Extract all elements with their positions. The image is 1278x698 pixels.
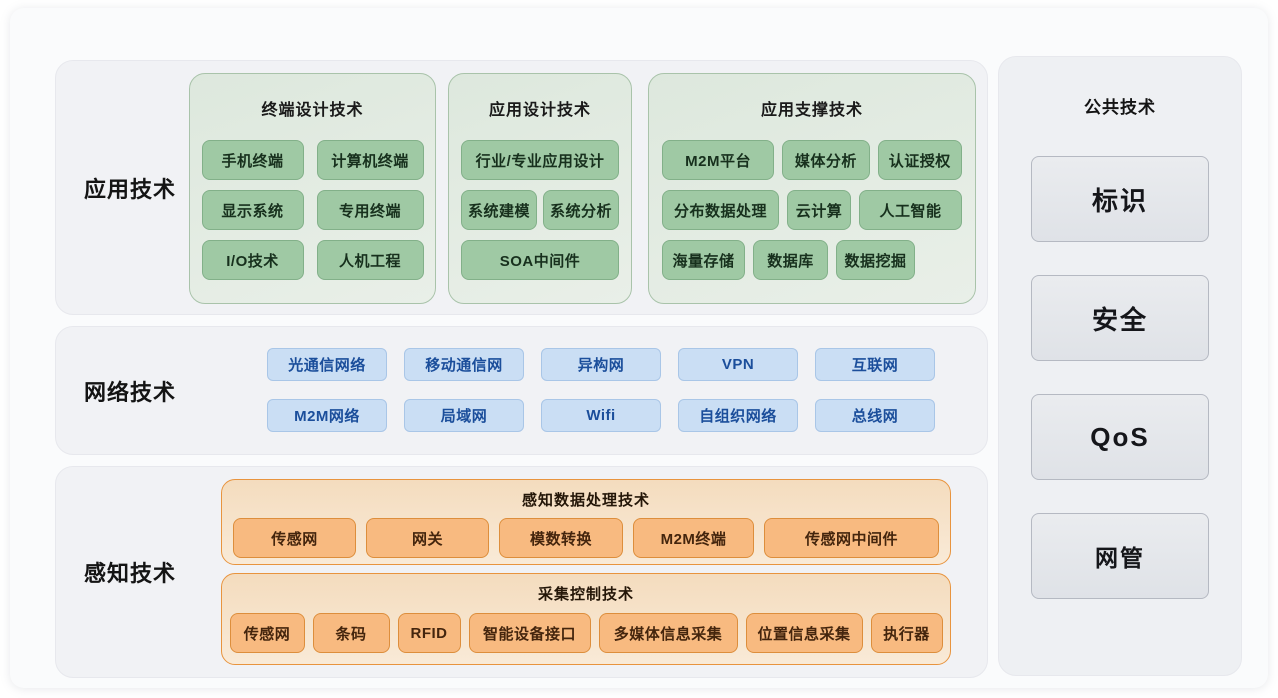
common-box-network-mgmt: 网管 (1031, 513, 1209, 599)
sensing-data-group: 感知数据处理技术 传感网 网关 模数转换 M2M终端 传感网中间件 (221, 479, 951, 565)
network-chip-vpn: VPN (678, 348, 798, 381)
sensing-data-row: 传感网 网关 模数转换 M2M终端 传感网中间件 (222, 518, 950, 558)
network-chip-lan: 局域网 (404, 399, 524, 432)
sensing-chip-adc: 模数转换 (499, 518, 623, 558)
common-box-identification: 标识 (1031, 156, 1209, 242)
app-support-chip-distributed: 分布数据处理 (662, 190, 779, 230)
terminal-design-title: 终端设计技术 (261, 102, 364, 119)
common-tech-panel: 公共技术 标识 安全 QoS 网管 (998, 56, 1242, 676)
collection-control-group: 采集控制技术 传感网 条码 RFID 智能设备接口 多媒体信息采集 位置信息采集… (221, 573, 951, 665)
app-design-rows: 行业/专业应用设计 系统建模 系统分析 SOA中间件 (449, 140, 631, 280)
sensing-data-title: 感知数据处理技术 (521, 492, 650, 509)
collection-control-title: 采集控制技术 (537, 586, 634, 603)
app-support-chip-m2m: M2M平台 (662, 140, 775, 180)
application-label: 应用技术 (84, 176, 177, 202)
app-support-row: 分布数据处理 云计算 人工智能 (662, 190, 962, 230)
app-design-chip-modeling: 系统建模 (461, 190, 537, 230)
diagram-canvas: 应用技术 终端设计技术 手机终端 计算机终端 显示系统 专用终端 I/O技术 人… (10, 8, 1268, 688)
app-support-chip-media: 媒体分析 (782, 140, 870, 180)
collection-chip-location: 位置信息采集 (745, 613, 863, 653)
terminal-chip-display: 显示系统 (201, 190, 304, 230)
app-design-group: 应用设计技术 行业/专业应用设计 系统建模 系统分析 SOA中间件 (448, 73, 632, 304)
collection-chip-actuator: 执行器 (870, 613, 943, 653)
collection-chip-barcode: 条码 (312, 613, 390, 653)
terminal-chip-phone: 手机终端 (201, 140, 304, 180)
sensing-chip-m2m-terminal: M2M终端 (633, 518, 754, 558)
sensing-chip-gateway: 网关 (366, 518, 489, 558)
network-chip-internet: 互联网 (815, 348, 935, 381)
terminal-chip-special: 专用终端 (316, 190, 424, 230)
application-section: 应用技术 终端设计技术 手机终端 计算机终端 显示系统 专用终端 I/O技术 人… (55, 60, 988, 315)
app-support-rows: M2M平台 媒体分析 认证授权 分布数据处理 云计算 人工智能 海量存储 数据库… (649, 140, 975, 280)
network-chip-hetero: 异构网 (541, 348, 661, 381)
collection-chip-multimedia: 多媒体信息采集 (598, 613, 738, 653)
app-support-chip-database: 数据库 (753, 240, 828, 280)
app-design-chip-industry: 行业/专业应用设计 (461, 140, 619, 180)
app-support-title: 应用支撑技术 (760, 102, 863, 119)
app-support-chip-ai: 人工智能 (859, 190, 962, 230)
network-label: 网络技术 (84, 379, 177, 405)
perception-section: 感知技术 感知数据处理技术 传感网 网关 模数转换 M2M终端 传感网中间件 采… (55, 466, 988, 678)
app-support-row: 海量存储 数据库 数据挖掘 (662, 240, 962, 280)
app-support-chip-cloud: 云计算 (787, 190, 851, 230)
app-support-chip-mining: 数据挖掘 (836, 240, 915, 280)
terminal-design-group: 终端设计技术 手机终端 计算机终端 显示系统 专用终端 I/O技术 人机工程 (189, 73, 436, 304)
network-section: 网络技术 光通信网络 移动通信网 异构网 VPN 互联网 M2M网络 局域网 W… (55, 326, 988, 455)
collection-control-row: 传感网 条码 RFID 智能设备接口 多媒体信息采集 位置信息采集 执行器 (222, 613, 950, 653)
collection-chip-sensor-net: 传感网 (229, 613, 305, 653)
sensing-chip-sensor-net: 传感网 (233, 518, 356, 558)
common-box-qos: QoS (1031, 394, 1209, 480)
app-design-chip-analysis: 系统分析 (543, 190, 619, 230)
common-box-security: 安全 (1031, 275, 1209, 361)
app-support-group: 应用支撑技术 M2M平台 媒体分析 认证授权 分布数据处理 云计算 人工智能 海… (648, 73, 976, 304)
app-design-chip-soa: SOA中间件 (461, 240, 619, 280)
network-chip-mobile: 移动通信网 (404, 348, 524, 381)
app-design-row: 系统建模 系统分析 (461, 190, 619, 230)
network-chip-bus: 总线网 (815, 399, 935, 432)
network-chip-optical: 光通信网络 (267, 348, 387, 381)
network-grid: 光通信网络 移动通信网 异构网 VPN 互联网 M2M网络 局域网 Wifi 自… (267, 348, 935, 432)
app-support-row: M2M平台 媒体分析 认证授权 (662, 140, 962, 180)
terminal-chip-ergonomics: 人机工程 (316, 240, 424, 280)
collection-chip-rfid: RFID (397, 613, 461, 653)
terminal-design-grid: 手机终端 计算机终端 显示系统 专用终端 I/O技术 人机工程 (190, 140, 435, 280)
app-design-title: 应用设计技术 (488, 102, 591, 119)
perception-label: 感知技术 (84, 561, 177, 586)
network-chip-m2m: M2M网络 (267, 399, 387, 432)
terminal-chip-computer: 计算机终端 (316, 140, 424, 180)
network-chip-wifi: Wifi (541, 399, 661, 432)
network-chip-adhoc: 自组织网络 (678, 399, 798, 432)
terminal-chip-io: I/O技术 (201, 240, 304, 280)
app-support-chip-auth: 认证授权 (877, 140, 962, 180)
collection-chip-device-interface: 智能设备接口 (468, 613, 591, 653)
common-tech-title: 公共技术 (1084, 98, 1156, 117)
common-tech-boxes: 标识 安全 QoS 网管 (999, 156, 1241, 599)
sensing-chip-middleware: 传感网中间件 (764, 518, 939, 558)
app-support-chip-storage: 海量存储 (662, 240, 745, 280)
